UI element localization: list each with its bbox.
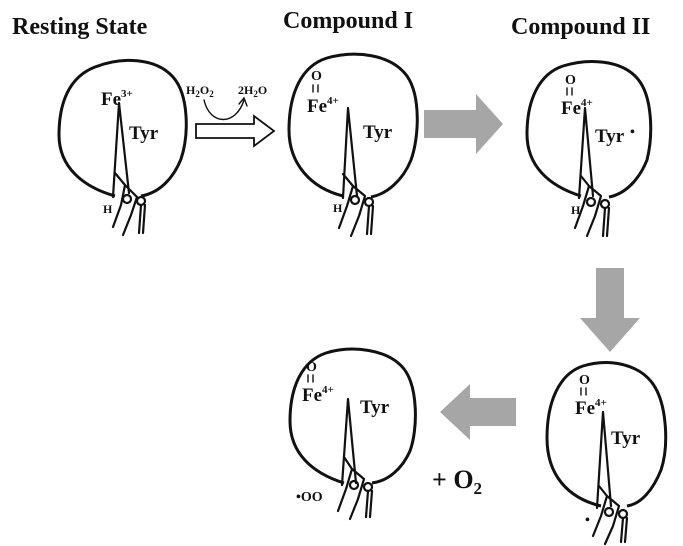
side-chain: [573, 174, 603, 238]
ring-node: [363, 196, 375, 208]
chain-stub: [137, 203, 147, 235]
ring-node: [362, 481, 374, 493]
flow-arrow-right: [424, 94, 503, 154]
ring-node: [599, 198, 611, 210]
curved-arrow: [203, 99, 245, 120]
ring-node: [603, 506, 615, 518]
tyr-label: Tyr: [595, 126, 625, 147]
tyr-cleft: [341, 106, 359, 200]
title-compound-2: Compound II: [511, 14, 650, 40]
ring-node: [617, 508, 629, 520]
oxo-label: O: [565, 73, 576, 88]
oxo-label: O: [306, 360, 317, 375]
ring-node: [121, 193, 133, 205]
side-chain: [111, 171, 139, 237]
chain-stub: [365, 204, 375, 236]
enzyme-compound-2: O Fe4+ Tyr • H: [525, 60, 653, 238]
open-reaction-arrow: [195, 114, 276, 148]
tyr-label: Tyr: [363, 122, 393, 143]
oxygen-addition-label: + O2: [432, 465, 482, 498]
side-chain: [337, 172, 367, 238]
ring-node: [135, 195, 147, 207]
fe-label: Fe4+: [307, 95, 339, 117]
ring-node: [585, 196, 597, 208]
tyr-cleft: [577, 106, 595, 200]
enzyme-peroxyl-state: O Fe4+ Tyr •OO: [288, 347, 417, 521]
title-resting-state: Resting State: [12, 14, 148, 40]
tyr-radical-dot: •: [630, 125, 635, 140]
peroxide-reaction: H2O2 2H2O: [186, 83, 276, 148]
enzyme-compound-1: O Fe4+ Tyr H: [287, 52, 419, 238]
fe-label: Fe4+: [561, 97, 593, 119]
tyr-cleft: [595, 410, 613, 510]
radical-dot: •: [585, 513, 590, 528]
tyr-label: Tyr: [129, 123, 159, 144]
curved-arrow-head: [238, 96, 248, 107]
protein-outline: [288, 347, 417, 485]
peroxyl-label: •OO: [296, 490, 323, 505]
oxo-label: O: [311, 69, 322, 84]
enzyme-bottom-right: O Fe4+ Tyr •: [545, 361, 668, 546]
fe-oxo-double-bond: [307, 374, 314, 383]
ring-node: [349, 194, 361, 206]
chain-stub: [601, 206, 611, 238]
tyr-label: Tyr: [611, 428, 641, 449]
side-chain: [336, 455, 366, 521]
flow-arrow-left: [440, 384, 516, 440]
enzyme-resting-state: Fe3+ Tyr H: [57, 58, 188, 237]
fe-label: Fe3+: [101, 88, 133, 110]
reactant-h2o2: H2O2: [186, 83, 214, 99]
flow-arrow-down: [580, 268, 640, 352]
protein-outline: [545, 361, 668, 508]
protein-outline: [57, 58, 188, 198]
ring-node: [348, 479, 360, 491]
fe-label: Fe4+: [575, 397, 607, 419]
chain-stub: [619, 516, 629, 544]
fe-label: Fe4+: [302, 384, 334, 406]
tyr-cleft: [111, 101, 131, 199]
product-2h2o: 2H2O: [238, 83, 267, 99]
oxo-label: O: [579, 373, 590, 388]
tyr-cleft: [340, 397, 358, 487]
fe-oxo-double-bond: [312, 84, 319, 93]
protein-outline: [525, 60, 653, 199]
side-chain: [591, 484, 621, 546]
fe-oxo-double-bond: [580, 387, 587, 396]
tyr-label: Tyr: [360, 397, 390, 418]
chain-stub: [364, 489, 374, 519]
title-compound-1: Compound I: [283, 8, 413, 34]
h-label: H: [333, 201, 343, 215]
h-label: H: [571, 203, 581, 217]
protein-outline: [287, 52, 419, 199]
h-label: H: [103, 202, 113, 216]
fe-oxo-double-bond: [566, 87, 573, 96]
